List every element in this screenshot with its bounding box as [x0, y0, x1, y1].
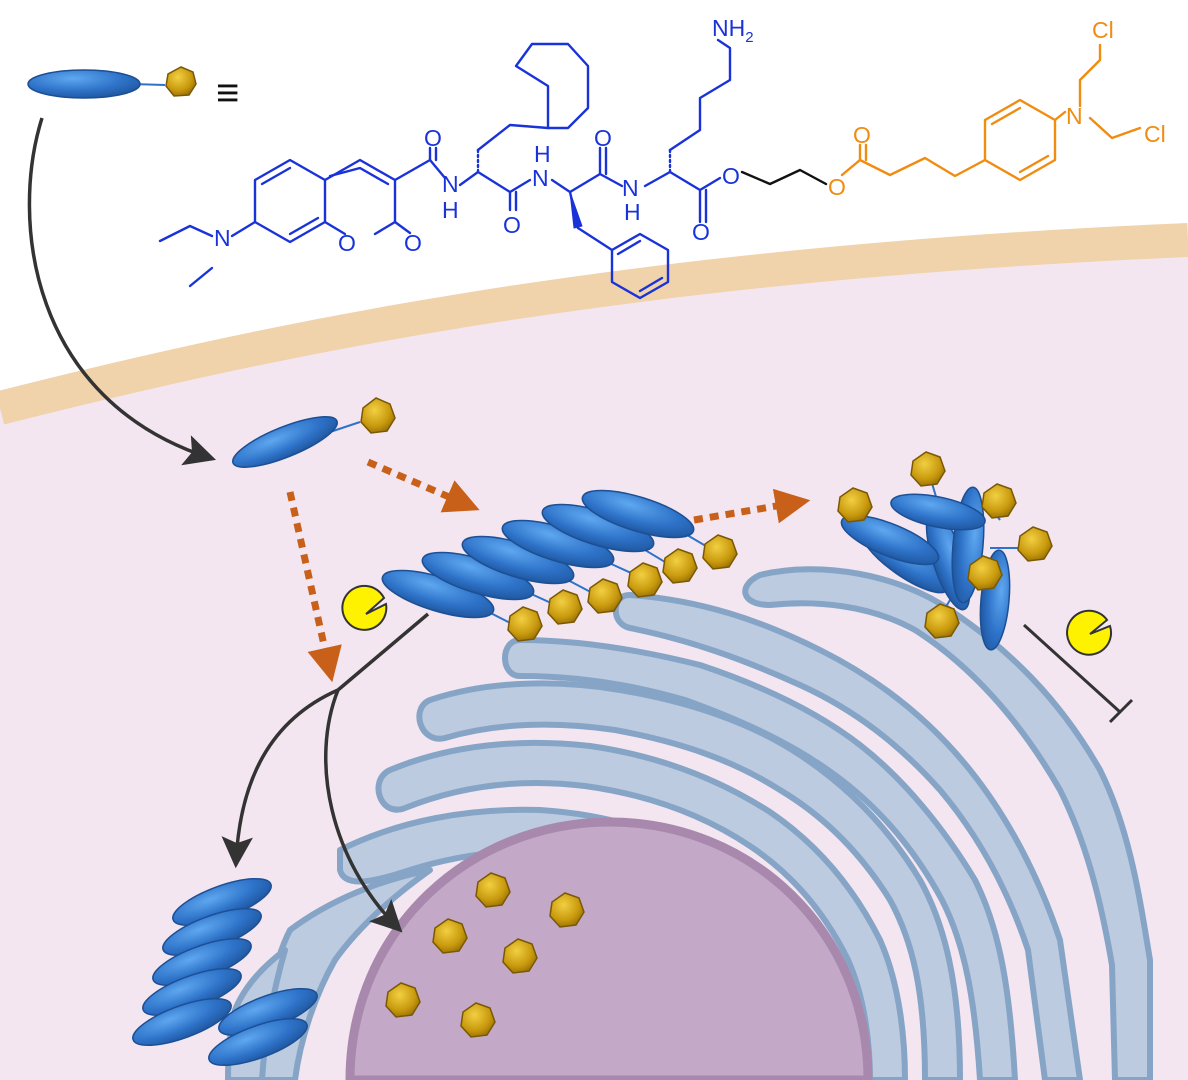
- hydrolysis-line: [336, 612, 430, 692]
- gold-heptagon-icon: [549, 892, 585, 928]
- blue-ellipse-icon: [232, 416, 338, 468]
- gold-heptagon-icon: [662, 548, 698, 584]
- atom-n: N: [214, 225, 231, 251]
- atom-n: N: [532, 165, 549, 191]
- gold-heptagon-icon: [981, 483, 1017, 519]
- gold-heptagon-icon: [460, 1002, 496, 1038]
- er-cisterna: [502, 637, 1018, 1080]
- peptide-coumarin-bonds: [158, 38, 732, 300]
- yellow-pacman-icon: [341, 584, 388, 631]
- gold-heptagon-icon: [475, 872, 511, 908]
- atom-n: N: [1066, 103, 1083, 129]
- er-cisterna: [612, 592, 1083, 1080]
- atom-o: O: [338, 230, 356, 256]
- self-assembly-arrow: [221, 688, 339, 869]
- process-arrow: [366, 458, 480, 513]
- drug-bonds: [840, 43, 1142, 182]
- uptake-arrow: [27, 117, 216, 466]
- released-carriers: [132, 877, 318, 1067]
- atom-o: O: [404, 230, 422, 256]
- atom-o: O: [853, 122, 871, 148]
- gold-heptagon-icon: [1017, 526, 1053, 562]
- process-arrow: [693, 488, 811, 524]
- atom-o: O: [594, 125, 612, 151]
- atom-o: O: [424, 125, 442, 151]
- blue-ellipse-icon: [840, 514, 940, 566]
- drug-release-arrow: [324, 689, 403, 933]
- gold-heptagon-icon: [910, 451, 946, 487]
- atom-o: O: [828, 174, 846, 200]
- gold-heptagon-icon: [837, 487, 873, 523]
- atom-cl: Cl: [1144, 121, 1166, 147]
- blue-ellipse-icon: [890, 493, 986, 531]
- gold-heptagon-icon: [627, 562, 663, 598]
- atom-o: O: [692, 219, 710, 245]
- atom-o: O: [722, 163, 740, 189]
- equivalence-symbol: ≡: [216, 71, 239, 115]
- aggregate-cluster: [837, 451, 1053, 651]
- pathway-arrows: [221, 612, 430, 933]
- gold-heptagon-icon: [385, 982, 421, 1018]
- er-cisterna: [742, 566, 1153, 1080]
- gold-heptagon-icon: [702, 534, 738, 570]
- gold-heptagon-icon: [360, 397, 396, 434]
- gold-heptagon-icon: [967, 555, 1003, 591]
- atom-cl: Cl: [1092, 17, 1114, 43]
- legend-conjugate: ≡: [27, 66, 239, 115]
- atom-nh2: NH2: [712, 15, 754, 46]
- atom-h: H: [624, 199, 641, 225]
- linker-bonds: [740, 168, 828, 186]
- atom-h: H: [442, 197, 459, 223]
- inhibition-bar: [1022, 623, 1134, 724]
- enzymes: [341, 584, 1113, 656]
- blue-ellipse-icon: [132, 997, 232, 1047]
- gold-heptagon-icon: [587, 578, 623, 614]
- atom-labels: N O O O N H O H N O N H NH2 O O O O N Cl…: [214, 15, 1166, 256]
- atom-n: N: [622, 175, 639, 201]
- stereo-wedge: [569, 191, 583, 229]
- blue-ellipse-icon: [27, 69, 141, 99]
- atom-o: O: [503, 212, 521, 238]
- process-arrows: [286, 458, 811, 683]
- gold-heptagon-icon: [924, 603, 960, 639]
- released-drugs: [385, 872, 585, 1038]
- gold-heptagon-icon: [507, 606, 543, 642]
- chemical-structure: N O O O N H O H N O N H NH2 O O O O N Cl…: [158, 15, 1166, 300]
- gold-heptagon-icon: [547, 589, 583, 625]
- gold-heptagon-icon: [432, 918, 468, 954]
- conjugate-monomer: [232, 397, 396, 468]
- atom-n: N: [442, 171, 459, 197]
- blue-ellipse-icon: [581, 489, 695, 539]
- nanofiber-assembly: [381, 489, 738, 642]
- er-cisterna: [416, 680, 963, 1080]
- yellow-pacman-icon: [1066, 609, 1113, 656]
- atom-h: H: [534, 141, 551, 167]
- blue-ellipse-icon: [208, 1017, 308, 1067]
- gold-heptagon-icon: [165, 66, 197, 97]
- gold-heptagon-icon: [502, 938, 538, 974]
- cell-membrane: [0, 223, 1188, 425]
